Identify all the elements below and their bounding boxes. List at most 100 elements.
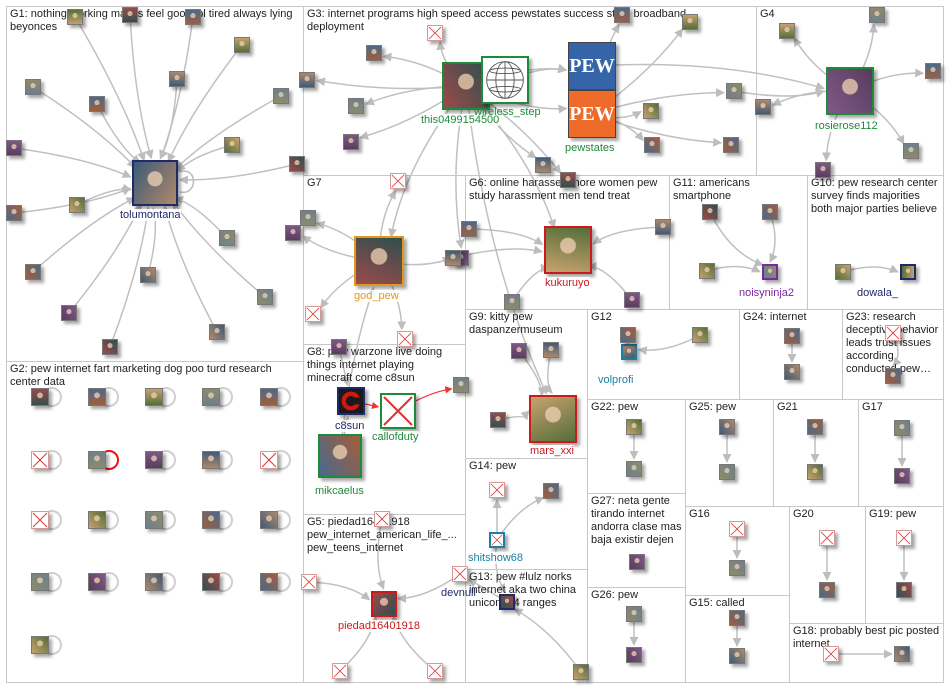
edge (339, 286, 376, 457)
node-g2-n19 (202, 573, 220, 591)
node-pewstates: PEW (568, 90, 616, 138)
label-tolumontana: tolumontana (120, 209, 181, 221)
node-g3-n13 (723, 137, 739, 153)
node-g2-n6 (31, 451, 49, 469)
node-g3-n10 (644, 137, 660, 153)
node-g6-n2 (655, 219, 671, 235)
group-label-g2: G2: pew internet fart marketing dog poo … (10, 363, 272, 388)
group-label-g8: G8: pew warzone live doing things intern… (307, 346, 443, 384)
edge (468, 228, 544, 246)
label-volprofi: volprofi (598, 374, 634, 386)
group-label-g6: G6: online harassed more women pew study… (469, 177, 658, 202)
label-rosierose112: rosierose112 (815, 120, 878, 132)
node-g9-n2 (543, 342, 559, 358)
node-g9-n3 (490, 412, 506, 428)
group-g23: G23: research deceptive behavior leads t… (842, 309, 944, 400)
node-g11-n1 (702, 204, 718, 220)
node-g8-n1 (453, 377, 469, 393)
node-g3-n9 (560, 172, 576, 188)
node-g21-n2 (807, 464, 823, 480)
edge (592, 226, 664, 245)
node-g3-n11 (643, 103, 659, 119)
node-devnull (499, 594, 515, 610)
group-g18: G18: probably best pic posted internet (789, 623, 944, 683)
label-pewstates: pewstates (565, 142, 615, 154)
node-wireless-step-globe-icon (481, 56, 529, 104)
node-g4-n6 (815, 162, 831, 178)
node-g1-n5 (25, 79, 41, 95)
node-g18-n1 (823, 646, 839, 662)
node-g2-n11 (31, 511, 49, 529)
group-label-g25: G25: pew (689, 401, 737, 413)
node-g4-n3 (925, 63, 941, 79)
group-g17: G17 (858, 399, 944, 507)
node-g19-n1 (896, 530, 912, 546)
group-g16: G16 (685, 506, 790, 596)
node-g7-n5 (397, 331, 413, 347)
edge (513, 608, 582, 673)
node-g4-n5 (903, 143, 919, 159)
node-g4-n2 (869, 7, 885, 23)
edge (174, 95, 282, 170)
node-g12-n2 (692, 327, 708, 343)
group-label-g13: G13: pew #lulz norks internet aka two ch… (469, 571, 577, 609)
node-g23-n2 (885, 368, 901, 384)
label-devnull: devnull (441, 587, 476, 599)
group-g27: G27: neta gente tirando internet andorra… (587, 493, 686, 588)
label-god-pew: god_pew (354, 290, 399, 302)
node-g2-n7 (88, 451, 106, 469)
node-g1-n7 (169, 71, 185, 87)
group-label-g23: G23: research deceptive behavior leads t… (846, 311, 939, 375)
node-g1-n17 (257, 289, 273, 305)
node-g1-n9 (6, 140, 22, 156)
node-g3-n7 (343, 134, 359, 150)
pew-logo-text: PEW (569, 54, 615, 77)
node-g1-n13 (69, 197, 85, 213)
node-piedad16401918 (371, 591, 397, 617)
node-g1-n20 (102, 339, 118, 355)
group-g11: G11: americans smartphone (669, 175, 808, 310)
node-g1-n1 (67, 9, 83, 25)
group-label-g16: G16 (689, 508, 710, 520)
node-g2-n20 (260, 573, 278, 591)
group-label-g18: G18: probably best pic posted internet (793, 625, 940, 650)
node-g1-n10 (224, 137, 240, 153)
edge (465, 85, 548, 395)
label-this0499154500: this0499154500 (421, 114, 500, 126)
group-g26: G26: pew (587, 587, 686, 683)
node-g3-n1 (614, 7, 630, 23)
node-g15-n2 (729, 648, 745, 664)
group-g13: G13: pew #lulz norks internet aka two ch… (465, 569, 588, 683)
node-g1-n11 (289, 156, 305, 172)
group-g22: G22: pew (587, 399, 686, 494)
label-wireless-step: wireless_step (474, 106, 541, 118)
node-g14-n1 (489, 482, 505, 498)
group-label-g15: G15: called (689, 597, 745, 609)
node-shitshow68 (489, 532, 505, 548)
node-g22-n1 (626, 419, 642, 435)
node-g27-n1 (629, 554, 645, 570)
group-label-g7: G7 (307, 177, 322, 189)
node-volprofi (621, 344, 637, 360)
label-dowala: dowala_ (857, 287, 898, 299)
label-c8sun: c8sun (335, 420, 365, 432)
node-g6-n4 (624, 292, 640, 308)
node-g20-n1 (819, 530, 835, 546)
node-g21-n1 (807, 419, 823, 435)
node-g3-n12 (726, 83, 742, 99)
group-label-g22: G22: pew (591, 401, 639, 413)
node-g7-n4 (305, 306, 321, 322)
node-g2-n3 (145, 388, 163, 406)
node-g11-n3 (699, 263, 715, 279)
node-mars_xxi (529, 395, 577, 443)
label-mars-xxi: mars_xxi (530, 445, 575, 457)
label-mikcaelus: mikcaelus (315, 485, 364, 497)
node-g10-n1 (835, 264, 851, 280)
label-noisyninja2: noisyninja2 (739, 287, 795, 299)
node-g3-n6 (348, 98, 364, 114)
node-g2-n9 (202, 451, 220, 469)
node-g2-n15 (260, 511, 278, 529)
node-g13-n1 (573, 664, 589, 680)
group-label-g20: G20 (793, 508, 814, 520)
